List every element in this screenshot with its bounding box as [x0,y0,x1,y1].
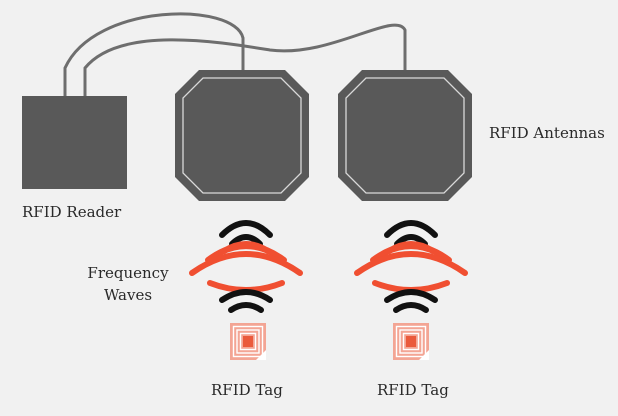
wave-1-bottom-black-outer [219,289,273,303]
wave-1-top-red-large [189,251,303,276]
antenna-1-inner-outline [182,77,302,194]
tag-1-coil-inner [239,332,257,351]
wave-1-top-black-outer [219,220,273,238]
rfid-antenna-2 [338,70,472,201]
antenna-1-body [175,70,309,201]
tag-2-chip [406,336,416,347]
wave-1-top-red-mid [205,243,287,263]
rfid-reader-label: RFID Reader [22,203,122,221]
cables [63,12,407,98]
wave-2-bottom-black-inner [393,302,429,313]
reader-body [22,96,127,189]
frequency-waves-label: Frequency Waves [78,262,178,306]
tag-1-corner-fold [256,350,266,360]
rfid-tag-1-label: RFID Tag [211,381,283,399]
frequency-label-line-2: Waves [103,286,153,304]
frequency-waves-1 [189,220,303,313]
antenna-2-inner-outline [345,77,465,194]
tag-1-chip [243,336,253,347]
antenna-2-body [338,70,472,201]
wave-1-top-black-inner [229,234,263,247]
wave-2-top-red-large [354,251,468,276]
tag-2-coil-outer [395,325,427,358]
rfid-tag-2-label: RFID Tag [377,381,449,399]
rfid-antennas-label: RFID Antennas [489,124,605,142]
wave-2-top-black-inner [394,234,428,247]
wave-2-top-black-outer [384,220,438,238]
tag-2-coil-inner [402,332,420,351]
rfid-reader [22,96,127,189]
rfid-antenna-1 [175,70,309,201]
cable-reader-to-antenna-2 [83,23,407,98]
frequency-waves-2 [354,220,468,313]
tag-2-coil-mid [399,329,423,354]
tag-1-coil-outer [232,325,264,358]
wave-1-bottom-black-inner [228,302,264,313]
tag-1-coil-mid [236,329,260,354]
rfid-tag-2 [393,323,429,360]
frequency-label-line-1: Frequency [87,264,169,282]
wave-2-bottom-black-outer [384,289,438,303]
wave-2-top-red-mid [370,243,452,263]
cable-reader-to-antenna-1 [63,12,245,98]
tag-2-corner-fold [419,350,429,360]
rfid-tag-1 [230,323,266,360]
